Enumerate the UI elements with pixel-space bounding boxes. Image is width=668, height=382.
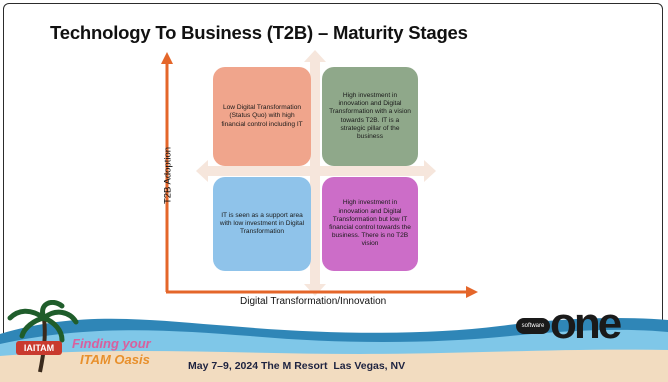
softwareone-logo: one [550, 299, 622, 348]
x-axis-label: Digital Transformation/Innovation [240, 296, 387, 307]
quadrant-top-left: Low Digital Transformation (Status Quo) … [213, 67, 311, 166]
x-axis-arrowhead [466, 286, 478, 298]
cross-arrow-left [196, 160, 208, 182]
quadrant-bottom-left: IT is seen as a support area with low in… [213, 177, 311, 271]
software-badge: software [516, 318, 550, 334]
horizontal-cross-bar [208, 166, 424, 176]
quadrant-top-right: High investment in innovation and Digita… [322, 67, 418, 166]
footer-wave-graphic [0, 300, 668, 382]
quadrant-bottom-right: High investment in innovation and Digita… [322, 177, 418, 271]
slide-title: Technology To Business (T2B) – Maturity … [50, 22, 468, 43]
event-details: May 7–9, 2024 The M Resort Las Vegas, NV [188, 360, 406, 372]
y-axis-label: T2B Adoption [162, 146, 174, 205]
brand-line-1: Finding your [72, 336, 151, 351]
cross-arrow-down [304, 284, 326, 296]
orange-axes [161, 52, 478, 298]
y-axis-arrowhead [161, 52, 173, 64]
brand-line-2: ITAM Oasis [80, 352, 150, 367]
cross-arrows [196, 50, 436, 296]
cross-arrow-right [424, 160, 436, 182]
cross-arrow-up [304, 50, 326, 62]
iaitam-logo: IAITAM [16, 341, 62, 355]
sand-band [0, 349, 668, 382]
